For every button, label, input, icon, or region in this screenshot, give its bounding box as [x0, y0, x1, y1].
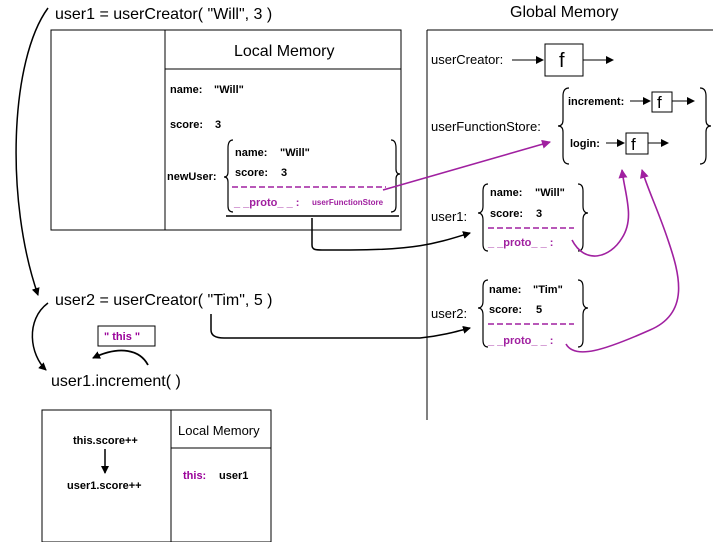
this-tag-arrow	[92, 349, 149, 366]
this-tag: " this "	[104, 331, 140, 343]
lm2-line2: user1.score++	[67, 480, 142, 492]
store-increment-label: increment:	[568, 96, 624, 108]
local-memory-1: Local Memory name: "Will" score: 3 newUs…	[50, 29, 402, 231]
newuser-right-brace	[390, 139, 401, 213]
user2-score-value: 5	[536, 304, 542, 316]
call-user1: user1 = userCreator( "Will", 3 )	[55, 6, 272, 23]
newuser-name-label: name:	[235, 147, 267, 159]
user1-flow-arrow	[15, 7, 49, 296]
newuser-to-user1-arrow	[311, 218, 471, 251]
newuser-proto-arrow	[382, 139, 551, 191]
usercreator-fn: f	[559, 50, 565, 72]
newuser-proto-label: _ _proto_ _ :	[233, 197, 299, 209]
increment-fn-box	[651, 91, 673, 113]
global-memory: Global Memory userCreator: f userFunctio…	[426, 4, 713, 420]
call-user2: user2 = userCreator( "Tim", 5 )	[55, 292, 273, 309]
gm-user1-label: user1:	[431, 209, 467, 224]
local-memory-1-header: Local Memory	[234, 43, 334, 60]
login-fn: f	[631, 135, 636, 154]
lm1-newuser-label: newUser:	[167, 171, 217, 183]
user1-proto-label: _ _proto_ _ :	[487, 237, 553, 249]
user2-name-label: name:	[489, 284, 521, 296]
login-fn-box	[625, 132, 649, 155]
user1-left-brace	[477, 183, 489, 252]
local-memory-2-header: Local Memory	[178, 423, 260, 438]
store-left-brace	[557, 87, 570, 165]
user2-proto-label: _ _proto_ _ :	[487, 335, 553, 347]
lm2-line1: this.score++	[73, 435, 138, 447]
lm2-this-label: this:	[183, 470, 206, 482]
gm-usercreator-label: userCreator:	[431, 52, 503, 67]
newuser-name-value: "Will"	[280, 147, 310, 159]
user1-name-value: "Will"	[535, 187, 565, 199]
increment-flow-arrow	[31, 302, 49, 371]
user1-proto-arrow	[571, 169, 630, 257]
user2-score-label: score:	[489, 304, 522, 316]
this-tag-box	[97, 325, 156, 347]
user1-right-brace	[577, 183, 589, 252]
gm-user2-label: user2:	[431, 306, 467, 321]
newuser-score-value: 3	[281, 167, 287, 179]
call-increment: user1.increment( )	[51, 373, 181, 390]
user1-score-value: 3	[536, 208, 542, 220]
local-memory-2: Local Memory this.score++ user1.score++ …	[41, 409, 272, 542]
user2-right-brace	[577, 279, 589, 348]
lm2-this-value: user1	[219, 470, 248, 482]
newuser-proto-value: userFunctionStore	[312, 198, 384, 207]
gm-store-label: userFunctionStore:	[431, 119, 541, 134]
user1-name-label: name:	[490, 187, 522, 199]
newuser-left-brace	[223, 139, 234, 213]
lm1-score-value: 3	[215, 119, 221, 131]
user1-score-label: score:	[490, 208, 523, 220]
usercreator-fn-box	[544, 43, 584, 77]
global-memory-header: Global Memory	[510, 4, 618, 21]
lm1-name-label: name:	[170, 84, 202, 96]
increment-fn: f	[657, 93, 662, 112]
lm1-score-label: score:	[170, 119, 203, 131]
store-login-label: login:	[570, 138, 600, 150]
newuser-score-label: score:	[235, 167, 268, 179]
lm1-name-value: "Will"	[214, 84, 244, 96]
user2-proto-arrow	[565, 169, 680, 353]
store-right-brace	[699, 87, 712, 165]
user2-left-brace	[477, 279, 489, 348]
user2-name-value: "Tim"	[533, 284, 563, 296]
call-to-user2-arrow	[210, 314, 471, 339]
